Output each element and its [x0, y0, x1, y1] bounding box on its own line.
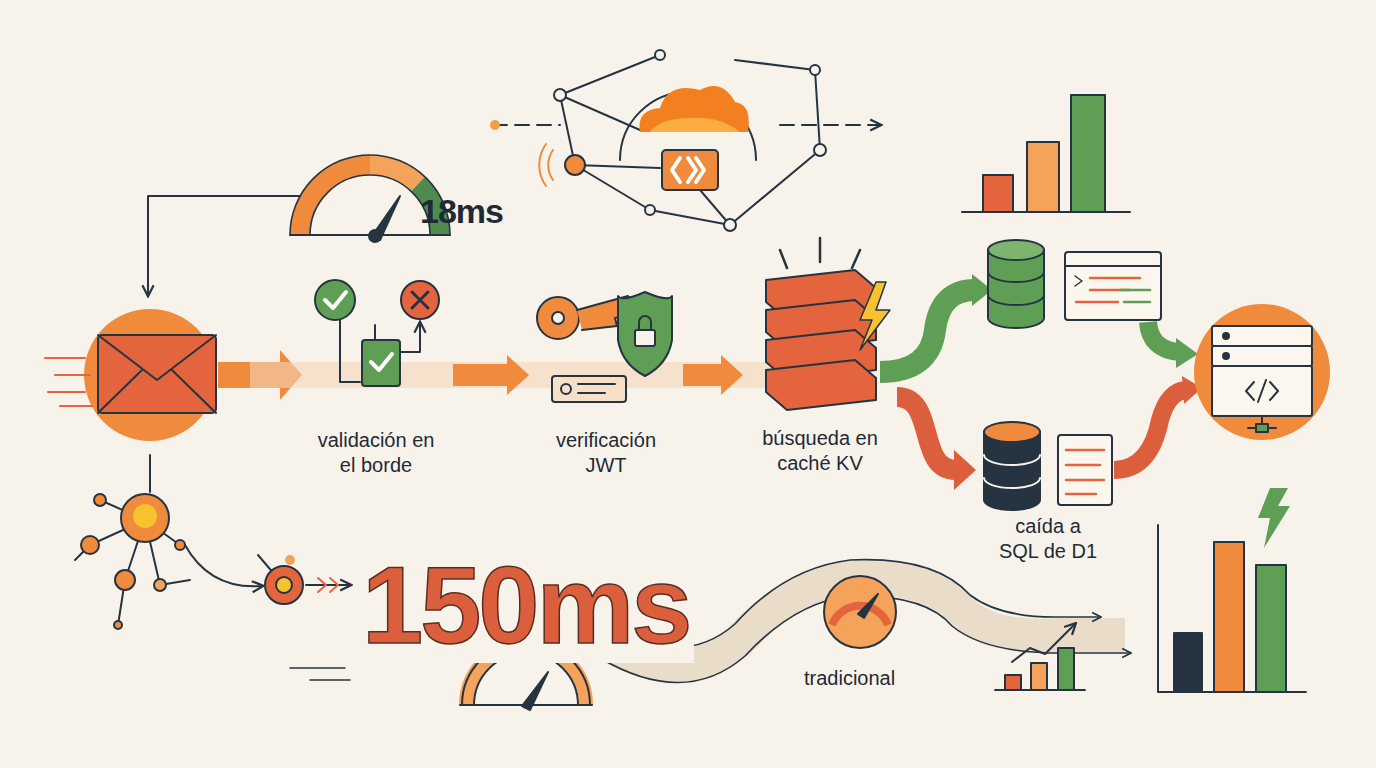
network-lines: [560, 55, 820, 225]
process-step: caída a SQL de D1: [978, 418, 1118, 564]
rays: [780, 238, 860, 268]
d1-database: [984, 422, 1040, 510]
dashed-line: [780, 124, 880, 126]
sql-document: [1058, 435, 1112, 505]
flow-connector: [453, 355, 529, 395]
step-label: caída a SQL de D1: [998, 514, 1098, 564]
flow-line: [148, 196, 300, 295]
big-chart: [1158, 525, 1306, 692]
process-step: validación en el borde: [301, 282, 451, 478]
process-step: búsqueda en caché KV: [745, 238, 895, 476]
caption-label: tradicional: [801, 667, 898, 690]
dashed-line: [493, 124, 560, 126]
code-window: [1065, 252, 1161, 320]
fallback-path: [1114, 390, 1185, 470]
cloud-logo: [639, 86, 748, 132]
step-label: búsqueda en caché KV: [755, 426, 885, 476]
flow-connector: [897, 397, 976, 490]
step-label: validación en el borde: [314, 428, 439, 478]
idea-network: [75, 494, 190, 629]
shield-icon: [618, 292, 672, 376]
request-envelope: [84, 309, 216, 441]
key-icon: [537, 297, 579, 339]
id-card: [552, 376, 626, 402]
origin-server: [1194, 304, 1330, 440]
cache-hit-path: [880, 290, 975, 372]
step-label: verificación JWT: [541, 428, 671, 478]
target-icon: [265, 566, 303, 604]
flow-connector: [683, 355, 743, 395]
cross-icon: [401, 281, 439, 319]
latency-value: 18ms: [420, 192, 503, 231]
workers-logo: [662, 150, 718, 190]
latency-value-large: 150ms: [358, 547, 694, 663]
green-database: [988, 240, 1044, 328]
checkbox-icon: [362, 340, 400, 386]
traditional-gauge: [824, 576, 896, 648]
kv-stack: [766, 270, 876, 410]
process-step: verificación JWT: [531, 282, 681, 478]
check-icon: [315, 280, 355, 320]
